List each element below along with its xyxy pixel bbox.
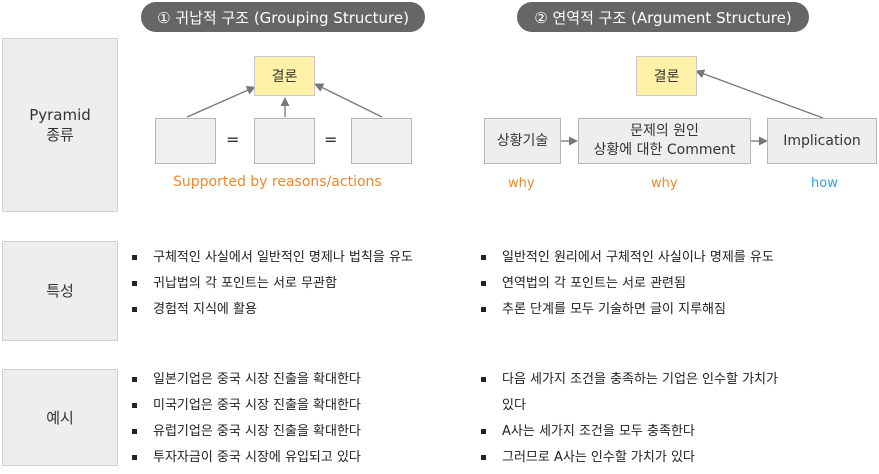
deductive-arrow-to-conclusion — [695, 69, 824, 119]
list-item-continuation: 있다 — [502, 398, 526, 413]
deductive-conclusion-box: 결론 — [636, 56, 697, 96]
inductive-structure-title: ① 귀납적 구조 (Grouping Structure) — [157, 8, 409, 27]
row-label-examples: 예시 — [2, 369, 118, 466]
list-item: 그러므로 A사는 인수할 가치가 있다 — [478, 445, 877, 471]
deductive-conclusion-label: 결론 — [653, 69, 680, 85]
deductive-box-situation: 상황기술 — [484, 118, 561, 164]
list-item: 미국기업은 중국 시장 진출을 확대한다 — [129, 393, 489, 419]
row-label-examples-text: 예시 — [46, 408, 74, 427]
row-label-pyramid-type: Pyramid 종류 — [2, 38, 118, 212]
inductive-support-box-1 — [155, 118, 216, 164]
inductive-arrow-left — [186, 86, 256, 118]
list-item: 일반적인 원리에서 구체적인 사실이나 명제를 유도 — [478, 245, 877, 271]
list-item: 투자자금이 중국 시장에 유입되고 있다 — [129, 445, 489, 471]
list-item: 경험적 지식에 활용 — [129, 297, 489, 323]
deductive-box-cause: 문제의 원인 상황에 대한 Comment — [578, 118, 751, 164]
inductive-support-box-3 — [351, 118, 412, 164]
equals-sign-1: = — [226, 130, 240, 149]
inductive-structure-header: ① 귀납적 구조 (Grouping Structure) — [141, 2, 425, 32]
row-label-pyramid-line1: Pyramid — [29, 106, 91, 124]
row-label-pyramid-line2: 종류 — [46, 126, 74, 144]
row-label-traits: 특성 — [2, 241, 118, 341]
list-item: 다음 세가지 조건을 충족하는 기업은 인수할 가치가 — [478, 367, 877, 393]
inductive-examples-list: 일본기업은 중국 시장 진출을 확대한다 미국기업은 중국 시장 진출을 확대한… — [129, 367, 489, 471]
inductive-traits-list: 구체적인 사실에서 일반적인 명제나 법칙을 유도 귀납법의 각 포인트는 서로… — [129, 245, 489, 323]
deductive-structure-header: ② 연역적 구조 (Argument Structure) — [517, 2, 809, 32]
deductive-box-cause-line1: 문제의 원인 — [630, 123, 699, 139]
deductive-label-how: how — [811, 176, 838, 191]
list-item: 일본기업은 중국 시장 진출을 확대한다 — [129, 367, 489, 393]
inductive-conclusion-box: 결론 — [254, 56, 315, 96]
deductive-label-why-2: why — [651, 176, 678, 191]
deductive-traits-list: 일반적인 원리에서 구체적인 사실이나 명제를 유도 연역법의 각 포인트는 서… — [478, 245, 877, 323]
deductive-box-situation-label: 상황기술 — [496, 132, 549, 149]
equals-sign-2: = — [324, 130, 338, 149]
list-item: A사는 세가지 조건을 모두 충족한다 — [478, 419, 877, 445]
deductive-label-why-1: why — [508, 176, 535, 191]
inductive-caption: Supported by reasons/actions — [173, 174, 382, 190]
deductive-examples-list: 다음 세가지 조건을 충족하는 기업은 인수할 가치가 있다 A사는 세가지 조… — [478, 367, 877, 471]
deductive-structure-title: ② 연역적 구조 (Argument Structure) — [534, 8, 792, 27]
list-item: 구체적인 사실에서 일반적인 명제나 법칙을 유도 — [129, 245, 489, 271]
list-item: 추론 단계를 모두 기술하면 글이 지루해짐 — [478, 297, 877, 323]
inductive-arrow-right — [314, 83, 383, 118]
inductive-support-box-2 — [254, 118, 315, 164]
inductive-conclusion-label: 결론 — [271, 69, 298, 85]
list-item: 연역법의 각 포인트는 서로 관련됨 — [478, 271, 877, 297]
row-label-traits-text: 특성 — [46, 282, 74, 300]
deductive-box-cause-line2: 상황에 대한 Comment — [593, 142, 736, 158]
list-item: 귀납법의 각 포인트는 서로 무관함 — [129, 271, 489, 297]
deductive-box-implication-label: Implication — [783, 132, 861, 149]
deductive-box-implication: Implication — [767, 118, 877, 164]
list-item: 유럽기업은 중국 시장 진출을 확대한다 — [129, 419, 489, 445]
